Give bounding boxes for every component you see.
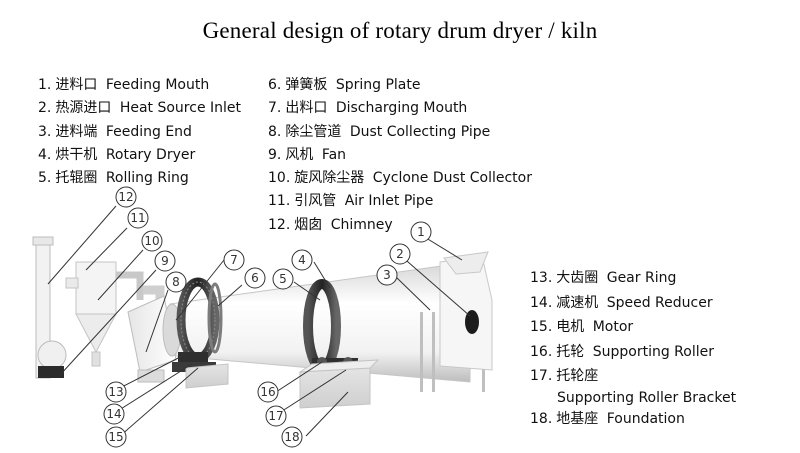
page-title: General design of rotary drum dryer / ki… xyxy=(202,18,598,43)
svg-text:10: 10 xyxy=(144,234,159,248)
callout-7: 7 xyxy=(223,249,245,271)
callout-4: 4 xyxy=(291,249,313,271)
callout-15: 15 xyxy=(105,426,127,448)
legend-item-13: 13.大齿圈 Gear Ring xyxy=(530,270,677,286)
svg-text:15: 15 xyxy=(108,430,123,444)
svg-text:12: 12 xyxy=(118,190,133,204)
callout-6: 6 xyxy=(244,267,266,289)
legend-item-12: 12.烟囱 Chimney xyxy=(268,216,393,233)
legend-item-9: 9.风机 Fan xyxy=(268,146,347,163)
legend-item-7: 7.出料口 Discharging Mouth xyxy=(268,100,468,117)
svg-text:4: 4 xyxy=(298,253,306,267)
svg-text:6: 6 xyxy=(251,271,259,285)
foundation-left xyxy=(185,363,229,389)
svg-text:7: 7 xyxy=(230,253,238,267)
svg-text:1: 1 xyxy=(417,225,425,239)
legend-item-3: 3.进料端 Feeding End xyxy=(38,123,192,140)
legend-item-8: 8.除尘管道 Dust Collecting Pipe xyxy=(268,123,491,140)
feeding-mouth xyxy=(443,251,489,275)
foundation xyxy=(298,359,380,409)
fan xyxy=(37,340,67,378)
svg-text:5: 5 xyxy=(279,272,287,286)
svg-text:17: 17 xyxy=(268,409,283,423)
legend-item-6: 6.弹簧板 Spring Plate xyxy=(268,77,421,93)
callout-12: 12 xyxy=(115,186,137,208)
legend-item-2: 2.热源进口 Heat Source Inlet xyxy=(38,100,241,117)
svg-text:9: 9 xyxy=(161,254,169,268)
legend-item-14: 14.减速机 Speed Reducer xyxy=(530,294,713,311)
svg-text:2: 2 xyxy=(396,247,404,261)
svg-text:13: 13 xyxy=(108,385,123,399)
legend-item-1: 1.进料口 Feeding Mouth xyxy=(38,77,210,93)
svg-text:14: 14 xyxy=(106,407,121,421)
legend-column-3: 13.大齿圈 Gear Ring 14.减速机 Speed Reducer 15… xyxy=(530,266,736,431)
svg-text:3: 3 xyxy=(383,268,391,282)
svg-text:16: 16 xyxy=(260,385,275,399)
legend-item-17-en: Supporting Roller Bracket xyxy=(557,389,737,406)
svg-text:8: 8 xyxy=(172,275,180,289)
callout-3: 3 xyxy=(376,264,398,286)
legend-column-1: 1.进料口 Feeding Mouth 2.热源进口 Heat Source I… xyxy=(38,74,241,190)
leader-lines xyxy=(47,205,471,437)
callout-5: 5 xyxy=(272,268,294,290)
callout-16: 16 xyxy=(257,381,279,403)
legend-item-18: 18.地基座 Foundation xyxy=(530,410,685,427)
callout-11: 11 xyxy=(127,207,149,229)
legend-item-10: 10.旋风除尘器 Cyclone Dust Collector xyxy=(268,170,532,187)
rotary-drum xyxy=(162,261,471,383)
svg-text:18: 18 xyxy=(284,430,299,444)
svg-text:11: 11 xyxy=(130,211,145,225)
callout-1: 1 xyxy=(410,221,432,243)
callout-2: 2 xyxy=(389,243,411,265)
legend-item-17: 17.托轮座 xyxy=(530,368,599,384)
air-inlet-pipe xyxy=(116,271,144,300)
callout-10: 10 xyxy=(141,230,163,252)
legend-item-5: 5.托辊圈 Rolling Ring xyxy=(38,170,189,187)
legend-item-4: 4.烘干机 Rotary Dryer xyxy=(38,146,196,163)
callout-9: 9 xyxy=(154,250,176,272)
callout-18: 18 xyxy=(281,426,303,448)
spring-plate xyxy=(207,282,223,354)
legend-item-15: 15.电机 Motor xyxy=(530,319,634,335)
legend-item-11: 11.引风管 Air Inlet Pipe xyxy=(268,193,434,210)
callout-17: 17 xyxy=(265,405,287,427)
legend-column-2: 6.弹簧板 Spring Plate 7.出料口 Discharging Mou… xyxy=(268,74,532,237)
callout-13: 13 xyxy=(105,381,127,403)
callout-14: 14 xyxy=(103,403,125,425)
cyclone-dust-collector xyxy=(65,261,117,367)
legend-item-16: 16.托轮 Supporting Roller xyxy=(530,343,714,360)
callout-8: 8 xyxy=(165,271,187,293)
